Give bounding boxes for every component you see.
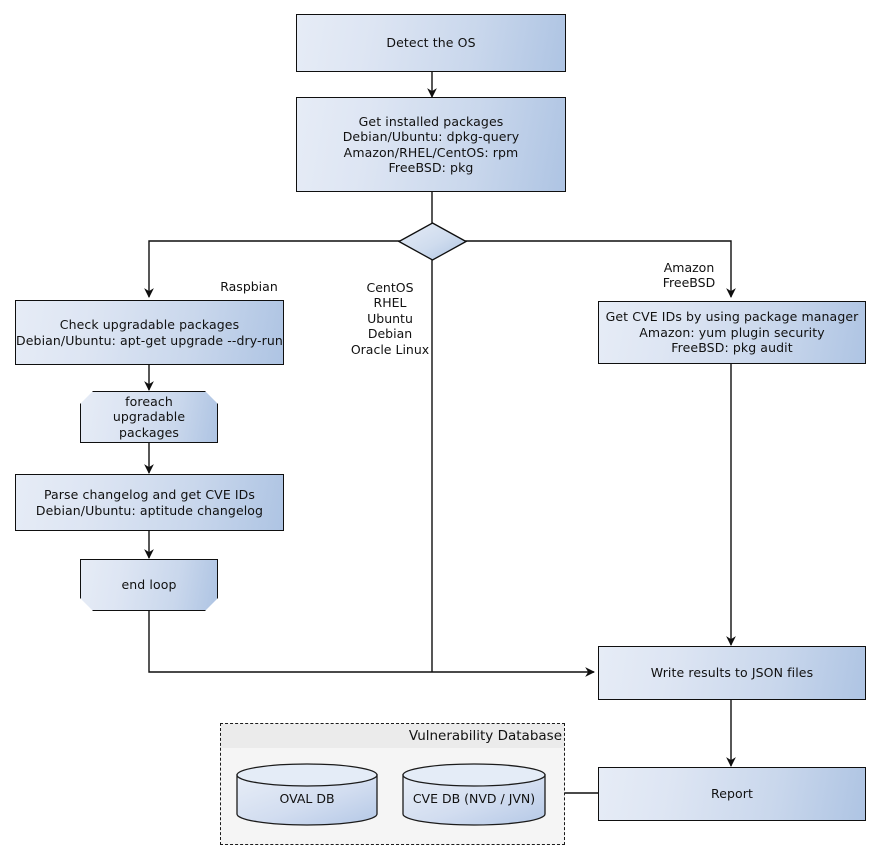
node-parse-changelog-label: Parse changelog and get CVE IDs Debian/U… <box>35 487 264 518</box>
node-write-results-json[interactable]: Write results to JSON files <box>598 646 866 700</box>
database-oval-db[interactable]: OVAL DB <box>236 763 378 826</box>
package-title: Vulnerability Database <box>408 728 562 744</box>
node-get-installed-packages[interactable]: Get installed packages Debian/Ubuntu: dp… <box>296 97 566 192</box>
node-get-cve-ids-package-manager-label: Get CVE IDs by using package manager Ama… <box>605 309 859 356</box>
edge-label-center-distros-text: CentOS RHEL Ubuntu Debian Oracle Linux <box>350 279 430 357</box>
database-cve-db[interactable]: CVE DB (NVD / JVN) <box>402 763 546 826</box>
edge-label-amazon-freebsd: Amazon FreeBSD <box>589 244 789 291</box>
node-detect-os-label: Detect the OS <box>386 35 476 51</box>
node-parse-changelog[interactable]: Parse changelog and get CVE IDs Debian/U… <box>15 474 284 531</box>
edge-label-center-distros: CentOS RHEL Ubuntu Debian Oracle Linux <box>300 264 480 357</box>
node-report[interactable]: Report <box>598 767 866 821</box>
edge-endloop-to-write <box>148 611 595 677</box>
node-check-upgradable-packages-label: Check upgradable packages Debian/Ubuntu:… <box>16 317 283 348</box>
node-get-cve-ids-package-manager[interactable]: Get CVE IDs by using package manager Ama… <box>598 301 866 364</box>
node-get-installed-packages-label: Get installed packages Debian/Ubuntu: dp… <box>342 113 520 176</box>
node-decision-os-branch[interactable] <box>397 222 468 261</box>
package-title-bar: Vulnerability Database <box>221 724 564 748</box>
node-foreach-loop-start-label: foreach upgradable packages <box>112 393 186 440</box>
node-foreach-loop-start[interactable]: foreach upgradable packages <box>80 391 218 443</box>
node-write-results-json-label: Write results to JSON files <box>650 665 814 681</box>
edge-label-amazon-freebsd-text: Amazon FreeBSD <box>662 259 716 291</box>
node-check-upgradable-packages[interactable]: Check upgradable packages Debian/Ubuntu:… <box>15 300 284 365</box>
edge-label-raspbian-text: Raspbian <box>220 278 278 294</box>
node-detect-os[interactable]: Detect the OS <box>296 14 566 72</box>
node-end-loop[interactable]: end loop <box>80 559 218 611</box>
node-end-loop-label: end loop <box>121 577 177 593</box>
node-report-label: Report <box>710 786 754 802</box>
